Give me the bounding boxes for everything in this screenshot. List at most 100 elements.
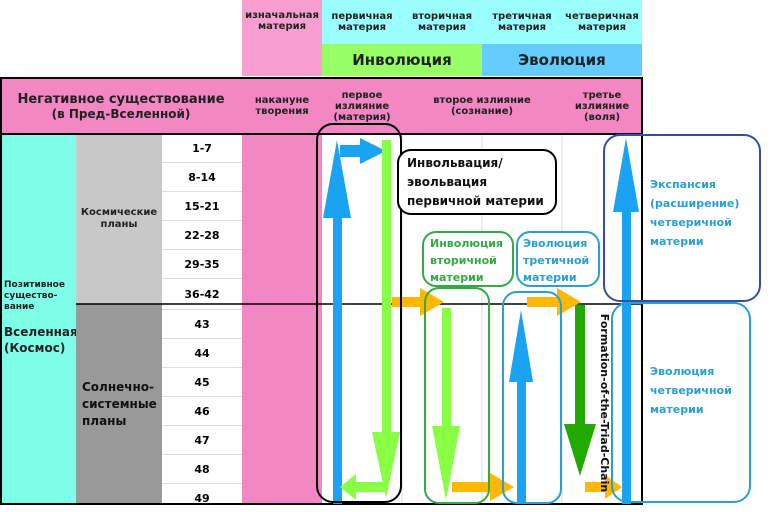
phase-involution-label: Инволюция (352, 51, 452, 69)
orange-arrow-shaft (585, 482, 607, 492)
blue-arrow-shaft (340, 145, 362, 157)
orange-arrow-head (557, 288, 581, 316)
plane-number: 49 (162, 484, 242, 512)
positive-existence-label: Позитивное существо-вание (4, 280, 65, 312)
quaternary-expansion-text: Экспансия (расширение) четверичной матер… (650, 175, 758, 251)
header-tertiary-matter-label: третичная материя (492, 11, 552, 33)
quaternary-evolution-text: Эволюция четверичной материи (650, 362, 750, 419)
dark-green-arrow-shaft (575, 305, 585, 427)
solar-system-planes: Солнечно-системные планы (76, 304, 162, 504)
orange-arrow-shaft (452, 482, 492, 492)
plane-number: 8-14 (162, 163, 242, 192)
quaternary-expansion-frame (603, 134, 761, 302)
second-emanation-label: второе излияние (сознание) (433, 95, 531, 117)
header-primary-matter: первичная материя (322, 0, 402, 44)
orange-arrow-head (605, 475, 622, 499)
green-arrow-shaft (352, 482, 386, 492)
plane-number: 29-35 (162, 250, 242, 279)
header-secondary-matter: вторичная материя (402, 0, 482, 44)
header-original-matter: изначальная материя (242, 0, 322, 76)
eve-column (242, 134, 322, 504)
tertiary-evolution-box: Эволюция третичной материи (516, 231, 600, 287)
orange-arrow-shaft (392, 297, 422, 307)
plane-number-label: 48 (194, 462, 210, 476)
blue-arrow-head (323, 140, 351, 218)
plane-number: 1-7 (162, 134, 242, 163)
blue-arrow-head (613, 138, 639, 212)
header-quaternary-matter-label: четверичная материя (565, 11, 639, 33)
first-emanation-label: первое излияние (материя) (333, 89, 391, 123)
universe-cosmos-label: Вселенная (Космос) (4, 325, 78, 355)
row-header-band (0, 78, 642, 134)
header-quaternary-matter: четверичная материя (562, 0, 642, 44)
plane-number-label: 46 (194, 404, 210, 418)
plane-number: 46 (162, 397, 242, 426)
plane-number-label: 45 (194, 375, 210, 389)
plane-number-label: 44 (194, 346, 210, 360)
plane-number: 44 (162, 339, 242, 368)
plane-number: 48 (162, 455, 242, 484)
blue-arrow-shaft (517, 370, 526, 504)
blue-arrow-head (360, 138, 386, 164)
negative-existence-subtitle: (в Пред-Вселенной) (51, 106, 191, 121)
plane-number-label: 43 (194, 317, 210, 331)
third-emanation: третье излияние (воля) (562, 78, 642, 134)
plane-number-label: 22-28 (184, 228, 220, 242)
orange-arrow-shaft (527, 297, 559, 307)
plane-number-label: 15-21 (184, 199, 220, 213)
cosmic-planes: Космические планы (76, 134, 162, 304)
solar-system-planes-label: Солнечно-системные планы (82, 379, 157, 428)
secondary-involution-box: Инволюция вторичной материи (422, 231, 514, 287)
dark-green-arrow (564, 305, 596, 476)
primary-matter-label-box: Инвольвация/ эвольвация первичной матери… (397, 149, 557, 215)
plane-number: 22-28 (162, 221, 242, 250)
plane-number-label: 29-35 (184, 257, 220, 271)
universe-cosmos: Вселенная (Космос) (4, 324, 78, 356)
orange-arrow-head (420, 288, 444, 316)
phase-evolution: Эволюция (482, 44, 642, 76)
header-tertiary-matter: третичная материя (482, 0, 562, 44)
plane-number-label: 1-7 (192, 141, 212, 155)
header-primary-matter-label: первичная материя (331, 11, 393, 33)
negative-existence-title: Негативное существование (17, 91, 225, 107)
green-arrows (340, 140, 460, 500)
quaternary-evolution-label: Эволюция четверичной материи (650, 365, 732, 416)
primary-matter-frame (316, 123, 402, 503)
blue-arrow-shaft (333, 200, 342, 504)
plane-number: 43 (162, 310, 242, 339)
phase-evolution-label: Эволюция (518, 51, 606, 69)
green-arrow-head (340, 474, 356, 500)
secondary-involution-label: Инволюция вторичной материи (430, 237, 503, 284)
first-emanation: первое излияние (материя) (322, 78, 402, 134)
quaternary-evolution-frame (611, 302, 751, 503)
plane-number-label: 47 (194, 433, 210, 447)
blue-arrow-shaft (622, 200, 631, 504)
eve-of-creation: накануне творения (242, 78, 322, 134)
tertiary-matter-frame (502, 291, 562, 504)
orange-arrows (392, 288, 622, 501)
green-arrow-shaft (382, 140, 391, 440)
outline-boxes (316, 123, 761, 504)
blue-arrows (323, 138, 639, 504)
secondary-matter-frame (424, 287, 490, 504)
second-emanation: второе излияние (сознание) (402, 78, 562, 134)
negative-existence: Негативное существование (в Пред-Вселенн… (0, 78, 242, 134)
header-secondary-matter-label: вторичная материя (411, 11, 473, 33)
quaternary-expansion-label: Экспансия (расширение) четверичной матер… (650, 178, 740, 248)
primary-matter-label: Инвольвация/ эвольвация первичной матери… (407, 156, 544, 208)
plane-number: 36-42 (162, 279, 242, 310)
top-header-blank (0, 0, 242, 76)
table-border (0, 77, 643, 505)
plane-number: 15-21 (162, 192, 242, 221)
plane-number-label: 8-14 (188, 170, 216, 184)
green-arrow-head (372, 432, 400, 498)
plane-number: 45 (162, 368, 242, 397)
header-original-matter-label: изначальная материя (245, 10, 319, 32)
green-arrow-head (432, 426, 460, 500)
triad-chain-label: Formation-of-the-Triad-Chain (598, 313, 611, 493)
tertiary-evolution-label: Эволюция третичной материи (523, 237, 590, 284)
blue-arrow-head (509, 310, 533, 382)
green-arrow-shaft (442, 308, 451, 434)
phase-involution: Инволюция (322, 44, 482, 76)
